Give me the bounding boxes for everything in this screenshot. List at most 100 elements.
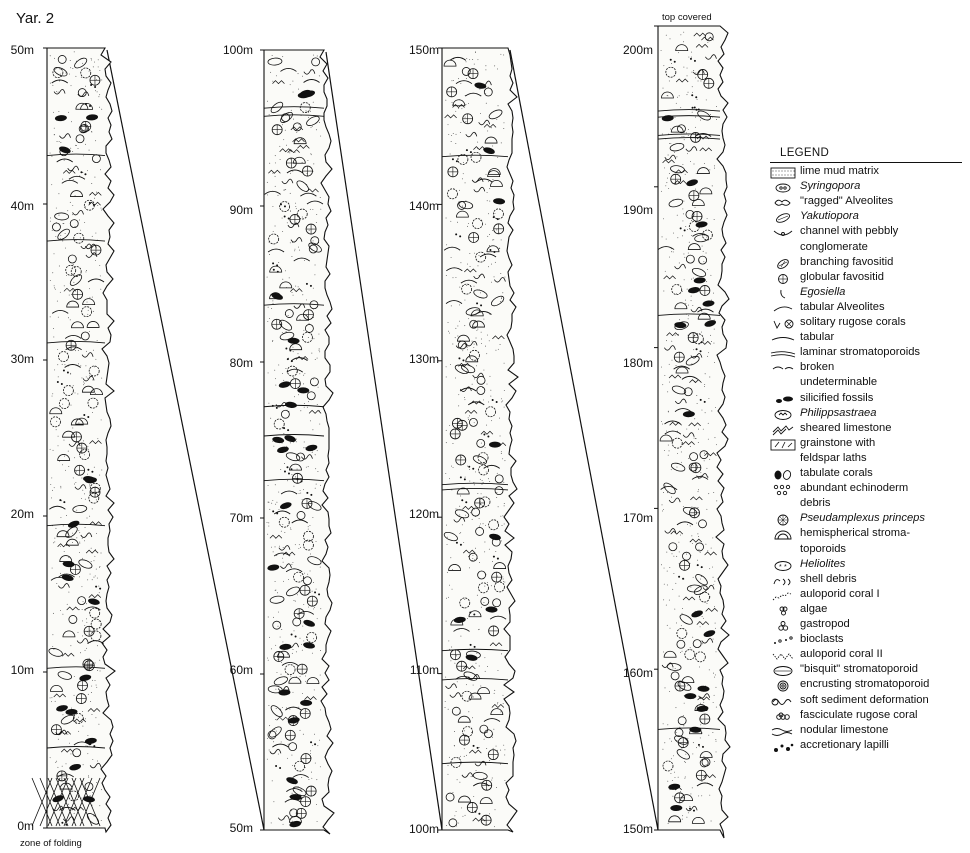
tick-label: 40m [0, 199, 34, 213]
legend-item-label: hemispherical stroma- [800, 527, 910, 539]
tick-label: 110m [389, 663, 439, 677]
legend-item-label: Philippsastraea [800, 407, 877, 419]
tick-label: 180m [603, 356, 653, 370]
legend-item-label: accretionary lapilli [800, 739, 889, 751]
legend-symbol-shell [770, 574, 796, 586]
legend-item-label: sheared limestone [800, 422, 891, 434]
legend-symbol-solitary [770, 317, 796, 329]
tick-label: 150m [603, 822, 653, 836]
legend-symbol-tabular [770, 332, 796, 344]
correlation-lines [107, 50, 658, 830]
legend-symbol-bisquit [770, 664, 796, 676]
tick-label: 30m [0, 352, 34, 366]
legend-item-label: grainstone with [800, 437, 875, 449]
legend-symbol-fasciculate [770, 710, 796, 722]
legend-item-label: Syringopora [800, 180, 860, 192]
top-covered-note: top covered [662, 12, 712, 23]
legend-symbol-bioclasts [770, 634, 796, 646]
legend-item-label: fasciculate rugose coral [800, 709, 918, 721]
legend-symbol-sheared [770, 423, 796, 435]
tick-label: 60m [203, 663, 253, 677]
tick-label: 20m [0, 507, 34, 521]
legend-item-label: broken [800, 361, 834, 373]
legend-rule [770, 162, 962, 163]
legend-item-label: encrusting stromatoporoid [800, 678, 929, 690]
legend-symbol-pseudamplexus [770, 513, 796, 525]
tick-label: 80m [203, 356, 253, 370]
legend-item-label: algae [800, 603, 827, 615]
tick-label: 160m [603, 666, 653, 680]
legend-symbol-hemispherical [770, 528, 796, 540]
tick-label: 190m [603, 203, 653, 217]
legend-symbol-aulo2 [770, 649, 796, 661]
legend-item-label: tabular [800, 331, 834, 343]
legend-symbol-syringopora [770, 181, 796, 193]
stratigraphic-column [438, 48, 518, 832]
legend-symbol-tabular-alv [770, 302, 796, 314]
tick-label: 50m [0, 43, 34, 57]
legend-symbol-algae [770, 604, 796, 616]
legend-title: LEGEND [780, 147, 829, 159]
legend-symbol-egosiella [770, 287, 796, 299]
legend-item-label: Pseudamplexus princeps [800, 512, 925, 524]
legend-item-label: silicified fossils [800, 392, 873, 404]
zone-of-folding-note: zone of folding [20, 838, 82, 849]
legend-symbol-philipp [770, 408, 796, 420]
tick-label: 200m [603, 43, 653, 57]
legend-symbol-softsed [770, 695, 796, 707]
legend-symbol-grainstone [770, 438, 796, 450]
stratigraphic-column [654, 26, 730, 838]
legend-item-label: gastropod [800, 618, 850, 630]
tick-label: 100m [203, 43, 253, 57]
tick-label: 120m [389, 507, 439, 521]
legend-item-label: auloporid coral I [800, 588, 880, 600]
legend-symbol-echino [770, 483, 796, 495]
legend-item-label: auloporid coral II [800, 648, 883, 660]
tick-label: 130m [389, 352, 439, 366]
legend-item-label: laminar stromatoporoids [800, 346, 920, 358]
legend-symbol-gastropod [770, 619, 796, 631]
legend-symbol-broken [770, 362, 796, 374]
legend-symbol-silicified [770, 393, 796, 405]
legend-item-label: abundant echinoderm [800, 482, 908, 494]
legend-item-label: lime mud matrix [800, 165, 879, 177]
legend-item-label: "ragged" Alveolites [800, 195, 893, 207]
tick-label: 100m [389, 822, 439, 836]
svg-text:*: * [779, 564, 782, 571]
legend-symbol-globular [770, 272, 796, 284]
legend-symbol-lapilli [770, 740, 796, 752]
legend-symbol-channel [770, 226, 796, 238]
svg-text:*: * [784, 564, 787, 571]
legend-item-label: tabular Alveolites [800, 301, 885, 313]
tick-label: 90m [203, 203, 253, 217]
figure-label: Yar. 2 [16, 10, 54, 27]
legend-item-label: feldspar laths [800, 452, 867, 464]
stratigraphic-columns [32, 26, 730, 838]
legend-symbol-ragged [770, 196, 796, 208]
legend-item-label: toporoids [800, 543, 846, 555]
legend-symbol-aulo1 [770, 589, 796, 601]
tick-label: 10m [0, 663, 34, 677]
legend-item-label: shell debris [800, 573, 857, 585]
stratigraphic-column [43, 48, 115, 832]
legend-item-label: branching favositid [800, 256, 893, 268]
legend-item-label: tabulate corals [800, 467, 873, 479]
tick-label: 150m [389, 43, 439, 57]
legend-item-label: Heliolites [800, 558, 845, 570]
legend-item-label: conglomerate [800, 241, 868, 253]
legend-item-label: soft sediment deformation [800, 694, 929, 706]
legend-symbol-dots-box [770, 166, 796, 178]
legend-item-label: Yakutiopora [800, 210, 859, 222]
tick-label: 50m [203, 821, 253, 835]
legend-symbol-laminar [770, 347, 796, 359]
legend-item-label: undeterminable [800, 376, 877, 388]
legend-symbol-branching [770, 257, 796, 269]
tick-label: 70m [203, 511, 253, 525]
legend-symbol-tabulate [770, 468, 796, 480]
legend-item-label: globular favositid [800, 271, 884, 283]
legend-item-label: solitary rugose corals [800, 316, 906, 328]
tick-label: 170m [603, 511, 653, 525]
tick-label: 140m [389, 199, 439, 213]
legend-symbol-heliolites: ** [770, 559, 796, 571]
legend-symbol-encrusting [770, 679, 796, 691]
